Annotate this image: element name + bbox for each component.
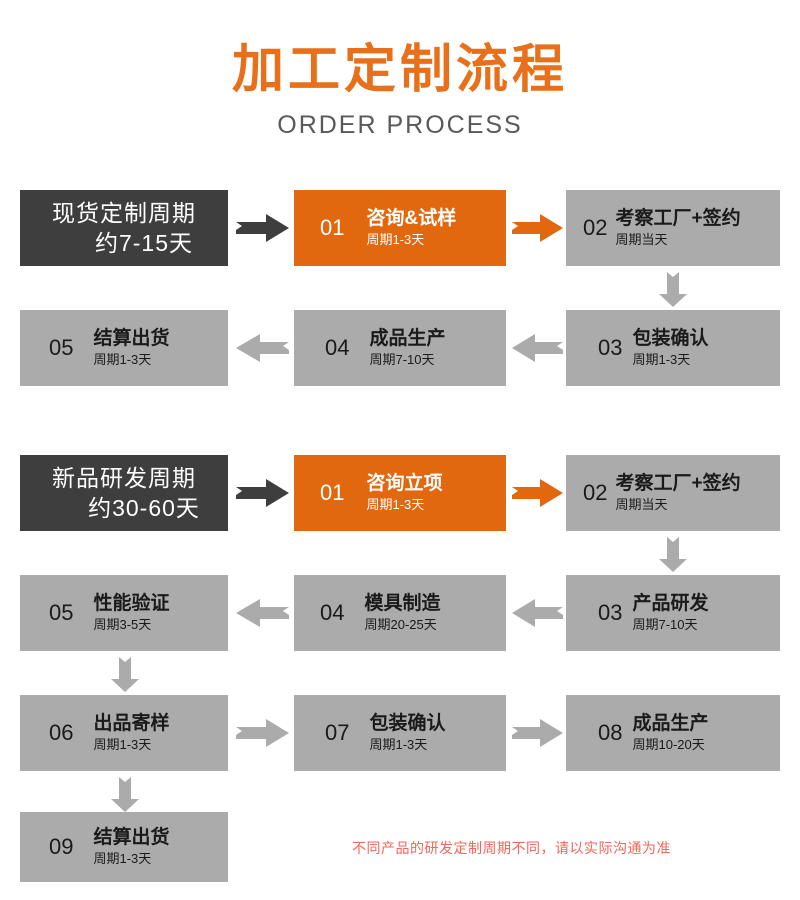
rnd-step-01-number: 01 (320, 480, 345, 505)
stock-lead-box: 现货定制周期 约7-15天 (20, 190, 228, 266)
stock-step-03-sub: 周期1-3天 (632, 352, 691, 367)
arrow-left-gray-stock-04-05 (236, 333, 290, 363)
rnd-step-06-label: 出品寄样 (93, 713, 170, 734)
rnd-step-08-sub: 周期10-20天 (632, 737, 705, 752)
rnd-step-04-sub: 周期20-25天 (364, 617, 437, 632)
rnd-step-06-number: 06 (49, 720, 74, 745)
rnd-step-09-box: 09 结算出货 周期1-3天 (20, 812, 228, 882)
rnd-step-09-sub: 周期1-3天 (93, 851, 152, 866)
rnd-step-02-number: 02 (583, 480, 608, 505)
rnd-step-07-sub: 周期1-3天 (369, 737, 428, 752)
stock-step-04-box: 04 成品生产 周期7-10天 (294, 310, 506, 386)
rnd-step-02-label: 考察工厂+签约 (615, 473, 741, 494)
rnd-step-05-number: 05 (49, 600, 74, 625)
rnd-step-07-box: 07 包装确认 周期1-3天 (294, 695, 506, 771)
rnd-step-04-box: 04 模具制造 周期20-25天 (294, 575, 506, 651)
arrow-right-dark-rnd (236, 478, 290, 508)
rnd-step-02-sub: 周期当天 (615, 497, 668, 512)
rnd-step-03-label: 产品研发 (632, 593, 709, 614)
stock-step-01-number: 01 (320, 215, 345, 240)
arrow-right-dark-stock (236, 213, 290, 243)
page-title: 加工定制流程 (231, 41, 568, 99)
rnd-step-08-number: 08 (598, 720, 623, 745)
stock-step-05-box: 05 结算出货 周期1-3天 (20, 310, 228, 386)
rnd-step-03-number: 03 (598, 600, 623, 625)
stock-step-04-label: 成品生产 (369, 328, 446, 349)
arrow-down-gray-rnd-02-03 (658, 537, 688, 573)
rnd-step-03-box: 03 产品研发 周期7-10天 (566, 575, 780, 651)
rnd-step-07-number: 07 (325, 720, 350, 745)
stock-lead-line1: 现货定制周期 (52, 200, 196, 226)
arrow-left-gray-rnd-03-04 (512, 598, 564, 628)
arrow-right-gray-rnd-07-08 (512, 718, 564, 748)
rnd-step-07-label: 包装确认 (369, 713, 446, 734)
rnd-step-04-number: 04 (320, 600, 345, 625)
rnd-lead-line1: 新品研发周期 (52, 465, 196, 491)
arrow-left-gray-stock-03-04 (512, 333, 564, 363)
rnd-step-03-sub: 周期7-10天 (632, 617, 698, 632)
stock-step-03-box: 03 包装确认 周期1-3天 (566, 310, 780, 386)
stock-step-03-label: 包装确认 (632, 328, 709, 349)
rnd-step-05-sub: 周期3-5天 (93, 617, 152, 632)
arrow-down-gray-rnd-06-09 (110, 777, 140, 813)
rnd-step-09-number: 09 (49, 834, 74, 859)
stock-step-05-sub: 周期1-3天 (93, 352, 152, 367)
stock-step-05-label: 结算出货 (93, 328, 170, 349)
rnd-step-01-sub: 周期1-3天 (366, 497, 425, 512)
arrow-down-gray-stock-02-03 (658, 272, 688, 308)
rnd-step-08-box: 08 成品生产 周期10-20天 (566, 695, 780, 771)
footnote-text: 不同产品的研发定制周期不同，请以实际沟通为准 (352, 840, 671, 856)
stock-step-01-box: 01 咨询&试样 周期1-3天 (294, 190, 506, 266)
arrow-right-orange-stock (512, 213, 564, 243)
stock-step-02-number: 02 (583, 215, 608, 240)
rnd-lead-box: 新品研发周期 约30-60天 (20, 455, 228, 531)
stock-step-04-number: 04 (325, 335, 350, 360)
stock-step-02-label: 考察工厂+签约 (615, 208, 741, 229)
stock-lead-line2: 约7-15天 (94, 230, 194, 256)
rnd-step-02-box: 02 考察工厂+签约 周期当天 (566, 455, 780, 531)
rnd-step-01-box: 01 咨询立项 周期1-3天 (294, 455, 506, 531)
rnd-step-06-sub: 周期1-3天 (93, 737, 152, 752)
rnd-step-06-box: 06 出品寄样 周期1-3天 (20, 695, 228, 771)
arrow-right-gray-rnd-06-07 (236, 718, 290, 748)
rnd-step-09-label: 结算出货 (93, 827, 170, 848)
stock-step-04-sub: 周期7-10天 (369, 352, 435, 367)
stock-step-01-sub: 周期1-3天 (366, 232, 425, 247)
stock-step-02-box: 02 考察工厂+签约 周期当天 (566, 190, 780, 266)
rnd-lead-line2: 约30-60天 (88, 495, 200, 521)
stock-step-01-label: 咨询&试样 (366, 208, 457, 229)
arrow-left-gray-rnd-04-05 (236, 598, 290, 628)
arrow-right-orange-rnd (512, 478, 564, 508)
stock-step-05-number: 05 (49, 335, 74, 360)
rnd-step-05-box: 05 性能验证 周期3-5天 (20, 575, 228, 651)
rnd-step-01-label: 咨询立项 (366, 473, 443, 494)
page-subtitle: ORDER PROCESS (277, 111, 523, 139)
rnd-step-05-label: 性能验证 (93, 593, 170, 614)
stock-step-03-number: 03 (598, 335, 623, 360)
stock-step-02-sub: 周期当天 (615, 232, 668, 247)
arrow-down-gray-rnd-05-06 (110, 657, 140, 693)
rnd-step-04-label: 模具制造 (364, 593, 441, 614)
rnd-step-08-label: 成品生产 (632, 713, 709, 734)
